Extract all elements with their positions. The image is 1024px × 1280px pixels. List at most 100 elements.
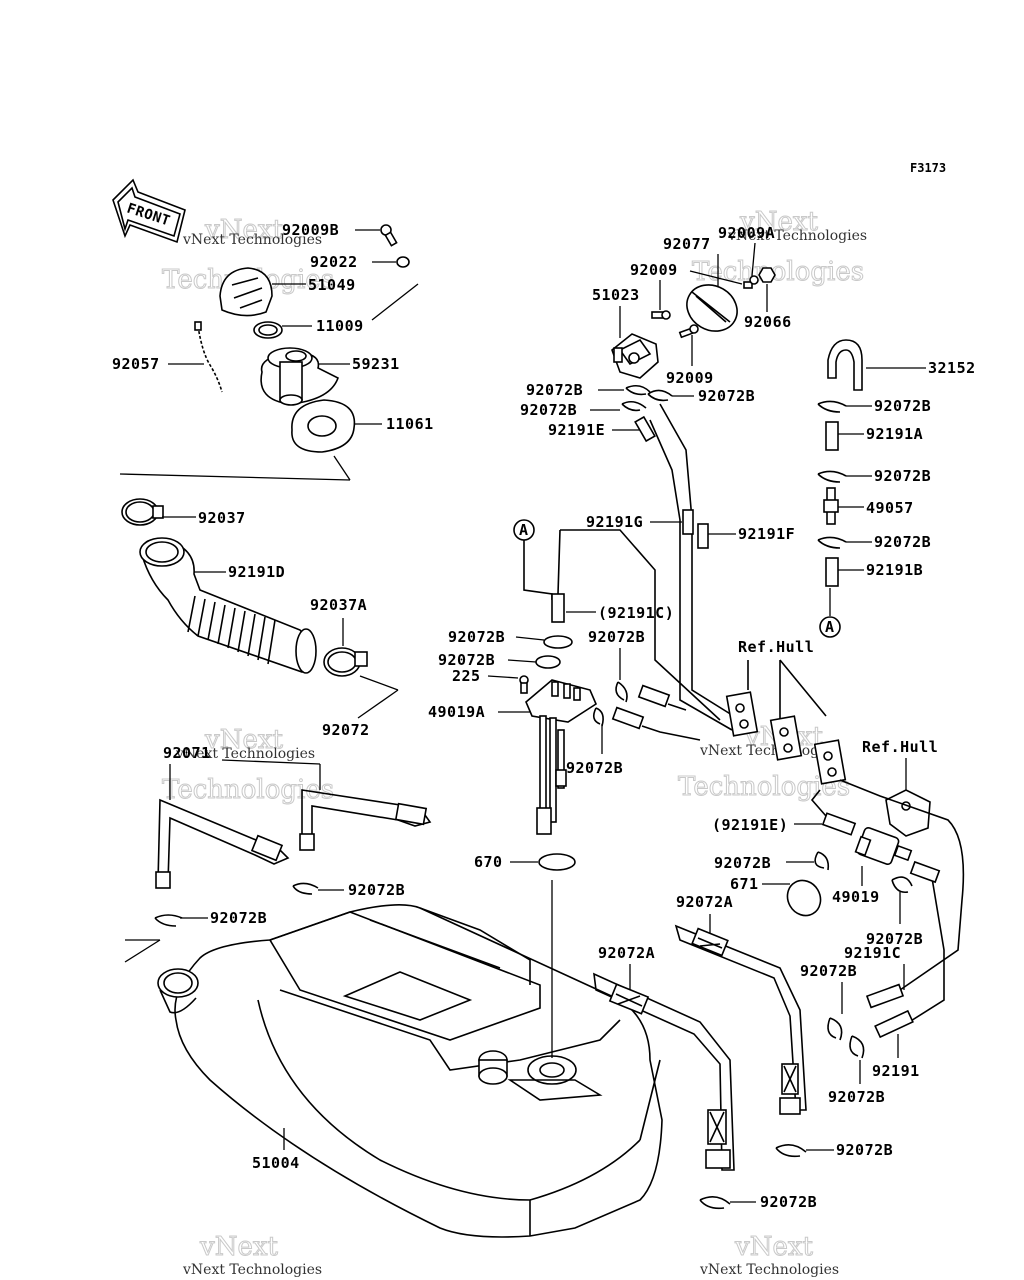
clamp-92037a <box>323 647 368 677</box>
label-11009: 11009 <box>316 317 364 335</box>
watermark-top-right: vNext Technologies vNext Technologies <box>692 207 868 288</box>
label-92191E: 92191E <box>548 421 605 439</box>
label-refhull-2: Ref.Hull <box>862 738 938 756</box>
hose-92191e <box>634 415 656 443</box>
clip-92072b-c1 <box>543 635 573 649</box>
label-92191D: 92191D <box>228 563 285 581</box>
cap-51049 <box>219 267 273 317</box>
gasket-11061 <box>291 399 356 453</box>
svg-text:vNext: vNext <box>739 207 818 237</box>
hull-clamp-3 <box>813 739 847 785</box>
fitting-49057 <box>823 487 839 525</box>
label-49019: 49019 <box>832 888 880 906</box>
ref-a-left-label: A <box>519 521 529 539</box>
svg-text:vNext: vNext <box>204 215 283 245</box>
label-92072B-m3: 92072B <box>800 962 857 980</box>
hose-92191c-paren <box>551 593 565 623</box>
hose-92191e-paren <box>821 812 857 836</box>
bolt-51023 <box>651 310 671 320</box>
hull-clamp-1 <box>725 691 759 737</box>
label-32152: 32152 <box>928 359 976 377</box>
svg-text:vNext Technologies: vNext Technologies <box>182 1262 322 1278</box>
label-92057: 92057 <box>112 355 160 373</box>
clip-92072b-c2 <box>535 655 561 669</box>
label-92009A: 92009A <box>718 224 775 242</box>
label-92072A-1: 92072A <box>676 893 733 911</box>
label-92072-left: 92072 <box>322 721 370 739</box>
label-92072B-t3: 92072B <box>698 387 755 405</box>
hose-32152 <box>827 339 863 391</box>
label-92072B-left1: 92072B <box>348 881 405 899</box>
hose-92191d <box>139 537 317 674</box>
bolt-92009a <box>743 275 759 289</box>
label-92037A: 92037A <box>310 596 367 614</box>
label-92072B-c4: 92072B <box>566 759 623 777</box>
label-11061: 11061 <box>386 415 434 433</box>
oring-670 <box>538 853 576 871</box>
front-arrow: FRONT <box>112 178 186 244</box>
hose-92191 <box>874 1009 914 1039</box>
label-92072B-b1: 92072B <box>836 1141 893 1159</box>
screw-225 <box>519 675 529 694</box>
hull-clamp-2 <box>769 715 803 761</box>
clip-92072b-r3 <box>817 536 847 549</box>
label-92191B: 92191B <box>866 561 923 579</box>
bolt-92009b <box>380 224 398 247</box>
nut-92066 <box>758 267 776 283</box>
label-92071-left: 92071 <box>163 744 211 762</box>
svg-text:vNext Technologies: vNext Technologies <box>699 1262 839 1278</box>
hose-92191c <box>865 983 905 1009</box>
label-92072B-c3: 92072B <box>588 628 645 646</box>
svg-text:vNext: vNext <box>204 725 283 755</box>
clip-92072b-m1 <box>814 851 830 871</box>
label-92022: 92022 <box>310 253 358 271</box>
svg-text:vNext Technologies: vNext Technologies <box>699 743 839 759</box>
hose-92191b <box>825 557 839 587</box>
label-92191A: 92191A <box>866 425 923 443</box>
watermark-bottom-right: vNext vNext Technologies <box>699 1232 839 1279</box>
clip-92072b-left1 <box>292 882 319 895</box>
label-92072B-m2: 92072B <box>866 930 923 948</box>
hose-filter-out <box>909 860 941 884</box>
hose-short-2 <box>611 706 645 730</box>
hose-short-1 <box>637 684 671 708</box>
label-92072B-m1: 92072B <box>714 854 771 872</box>
clip-92072b-m4 <box>849 1035 865 1059</box>
label-92191C: 92191C <box>844 944 901 962</box>
clip-92072b-filter <box>891 876 913 894</box>
knob-92077 <box>686 284 738 332</box>
clip-92072b-c4 <box>592 707 604 727</box>
label-51023: 51023 <box>592 286 640 304</box>
label-refhull-1: Ref.Hull <box>738 638 814 656</box>
label-92072B-c2: 92072B <box>438 651 495 669</box>
ref-a-right-label: A <box>825 618 835 636</box>
clamp-ref-hull-2 <box>885 789 931 837</box>
svg-text:Technologies: Technologies <box>692 257 864 287</box>
label-92191G: 92191G <box>586 513 643 531</box>
clip-92072b-c3 <box>615 681 628 703</box>
clip-92072b-t1 <box>625 384 651 396</box>
label-92191: 92191 <box>872 1062 920 1080</box>
bolt-92009-mid <box>678 324 699 339</box>
strap-92072a-1 <box>674 924 807 1115</box>
washer-92022 <box>396 256 410 268</box>
fuel-tank-51004 <box>157 904 663 1238</box>
label-49019A: 49019A <box>428 703 485 721</box>
strap-92071-a <box>155 798 290 889</box>
label-92072B-left2: 92072B <box>210 909 267 927</box>
label-49057: 49057 <box>866 499 914 517</box>
fuel-tap-51023 <box>611 333 659 379</box>
clip-92072b-t2 <box>621 400 647 412</box>
label-92072A-2: 92072A <box>598 944 655 962</box>
label-92072B-r2: 92072B <box>874 467 931 485</box>
clip-92072b-m3 <box>827 1017 843 1041</box>
label-92037: 92037 <box>198 509 246 527</box>
label-92009B: 92009B <box>282 221 339 239</box>
watermark-mid-left: vNext Technologies vNext Technologies <box>162 725 335 806</box>
label-671: 671 <box>730 875 759 893</box>
strap-92071-b <box>299 789 432 851</box>
strap-92057 <box>194 321 223 393</box>
label-92072B-r3: 92072B <box>874 533 931 551</box>
hose-92191f <box>697 523 709 549</box>
clip-92072b-b2 <box>699 1196 731 1210</box>
